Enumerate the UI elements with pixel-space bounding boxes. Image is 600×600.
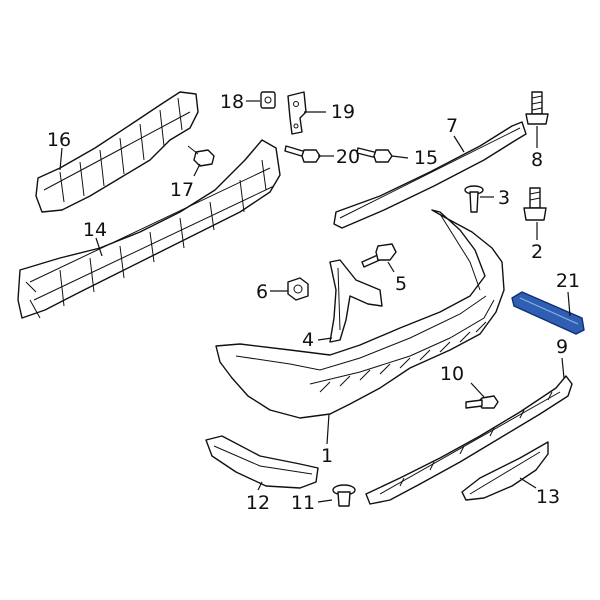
part-17-nut [187,145,215,167]
part-20-bolt [284,145,321,163]
callout-17: 17 [170,179,194,201]
callout-5: 5 [395,273,407,295]
part-15-bolt [356,147,393,163]
callout-9: 9 [556,336,568,358]
part-14-reinforcement-beam [17,139,281,319]
part-12-lower-garnish-left [205,435,319,489]
part-21-reflector-highlighted [511,291,585,335]
callout-2: 2 [531,241,543,263]
callout-15: 15 [414,147,438,169]
part-3-push-pin [464,185,484,213]
part-13-lower-garnish-right [461,441,549,501]
callout-19: 19 [331,101,355,123]
callout-21: 21 [556,270,580,292]
part-6-nut [287,277,309,301]
callout-8: 8 [531,149,543,171]
callout-13: 13 [536,486,560,508]
part-11-push-pin [332,484,356,507]
callout-4: 4 [302,329,314,351]
part-7-cover-strip [333,121,527,229]
part-8-bolt [525,91,549,125]
callout-3: 3 [498,187,510,209]
part-1-bumper-cover [215,209,505,419]
callout-14: 14 [83,219,107,241]
callout-10: 10 [440,363,464,385]
part-16-energy-absorber [35,91,199,213]
callout-12: 12 [246,492,270,514]
callout-16: 16 [47,129,71,151]
part-9-lower-valance [365,375,573,505]
part-19-bracket [287,91,307,135]
part-10-bolt [465,395,499,409]
callout-20: 20 [336,146,360,168]
callout-labels: 16 14 18 19 17 20 15 7 8 2 3 5 6 4 1 21 … [47,91,580,514]
callout-7: 7 [446,115,458,137]
callout-6: 6 [256,281,268,303]
part-2-bolt [523,187,547,221]
callout-18: 18 [220,91,244,113]
callout-1: 1 [321,445,333,467]
leader-lines [59,100,571,503]
callout-11: 11 [291,492,315,514]
part-18-clip [260,91,276,109]
part-4-side-bracket [329,259,383,343]
part-5-bolt [361,243,397,268]
